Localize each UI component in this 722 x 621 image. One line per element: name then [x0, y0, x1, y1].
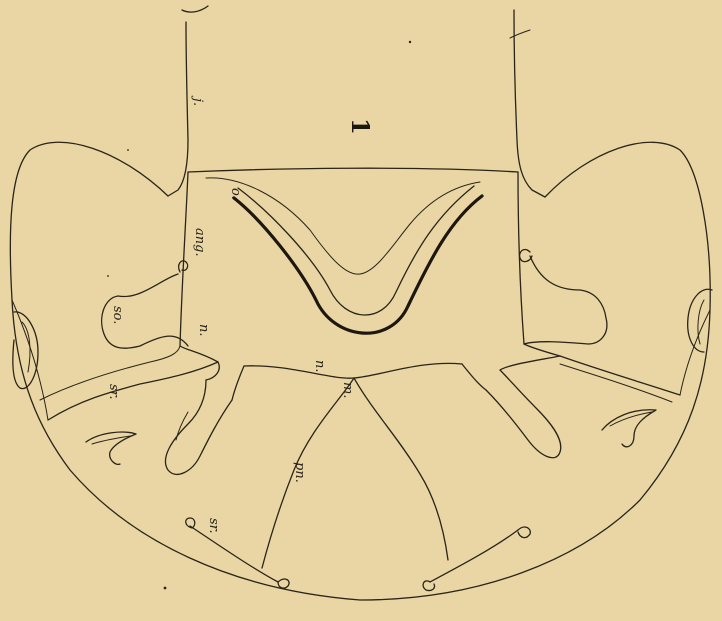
right-transverse-ridge: [560, 356, 680, 395]
label-ang: ang.: [192, 228, 207, 257]
label-m: m.: [340, 382, 355, 398]
left-lateral-organ: [13, 312, 38, 389]
median-line-left: [262, 378, 354, 568]
u-groove-rim: [206, 178, 480, 274]
label-pn: pn.: [292, 462, 307, 483]
neck-right-outline: [514, 10, 545, 197]
right-arm-process: [486, 356, 561, 458]
right-lateral-organ-inner: [698, 300, 704, 344]
u-groove-inner: [238, 186, 474, 315]
bottom-right-rod-hook-left: [423, 581, 434, 591]
left-transverse-ridge-sr: [48, 362, 218, 420]
transverse-bar: [244, 363, 462, 378]
right-sickle-organ: [602, 410, 656, 447]
transverse-bar-left-edge: [232, 366, 244, 400]
left-sickle-organ: [86, 432, 136, 464]
bottom-right-rod: [430, 530, 518, 582]
bottom-right-rod-hook-right: [518, 527, 530, 538]
left-lateral-organ-inner: [22, 322, 30, 372]
label-n-left: n.: [196, 324, 211, 337]
central-plate-left-side: [180, 172, 188, 346]
speck-4: [127, 149, 129, 151]
left-junction-n: [180, 346, 219, 380]
right-junction-n: [524, 344, 560, 356]
central-plate-outline: [188, 168, 518, 172]
bottom-left-rod-hook-bottom: [278, 579, 289, 588]
label-sr-left: sr.: [106, 384, 121, 400]
central-plate-right-side: [518, 172, 524, 344]
right-transverse-ridge-lower: [560, 364, 672, 402]
right-lateral-seam: [680, 310, 710, 395]
bottom-left-rod: [190, 526, 278, 582]
speck-1: [409, 41, 411, 43]
label-so: so.: [110, 306, 125, 324]
label-o: o.: [228, 188, 243, 200]
label-sr-bottom: sr.: [206, 518, 221, 534]
speck-3: [107, 275, 109, 277]
neck-right-joint: [510, 30, 530, 38]
left-arm-process: [165, 380, 232, 474]
right-lobe: [524, 256, 607, 344]
label-j: j.: [190, 95, 205, 106]
median-line-right: [354, 378, 448, 560]
figure-number: 1: [346, 118, 375, 135]
label-n-center: n.: [312, 360, 327, 373]
transverse-bar-right-edge: [462, 364, 486, 390]
speck-2: [164, 587, 167, 590]
